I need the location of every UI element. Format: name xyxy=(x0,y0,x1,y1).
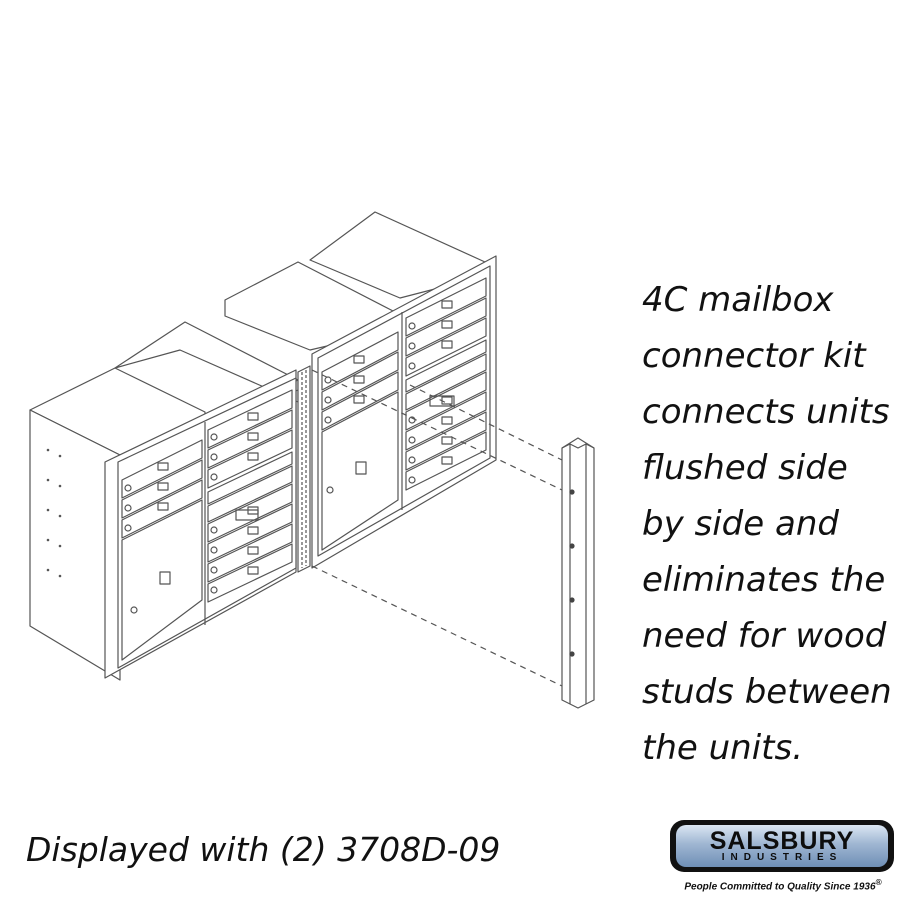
logo-tagline-text: People Committed to Quality Since 1936 xyxy=(684,881,876,893)
description-line: studs between xyxy=(642,672,892,712)
description-line: the units. xyxy=(642,728,804,768)
description-line: 4C mailbox xyxy=(642,280,834,320)
logo-name: SALSBURY xyxy=(709,827,855,855)
description-line: eliminates the xyxy=(642,560,886,600)
installed-connector xyxy=(297,365,311,573)
description-line: connects units xyxy=(642,392,890,432)
connector-bracket-illustration xyxy=(561,437,595,709)
description-line: flushed side xyxy=(642,448,848,488)
display-caption: Displayed with (2) 3708D-09 xyxy=(26,830,501,869)
logo-subtitle: INDUSTRIES xyxy=(721,852,843,863)
guide-lines xyxy=(311,369,563,687)
description-line: by side and xyxy=(642,504,839,544)
right-mailbox-unit xyxy=(224,211,497,569)
salsbury-logo: SALSBURY INDUSTRIES People Committed to … xyxy=(668,820,898,894)
logo-inner: SALSBURY INDUSTRIES xyxy=(676,825,888,867)
logo-badge: SALSBURY INDUSTRIES xyxy=(670,820,894,872)
product-description: 4C mailbox connector kit connects units … xyxy=(642,272,892,776)
description-line: connector kit xyxy=(642,336,866,376)
logo-tagline: People Committed to Quality Since 1936® xyxy=(668,877,898,892)
description-line: need for wood xyxy=(642,616,887,656)
left-mailbox-unit xyxy=(29,321,299,681)
registered-mark: ® xyxy=(875,877,882,887)
